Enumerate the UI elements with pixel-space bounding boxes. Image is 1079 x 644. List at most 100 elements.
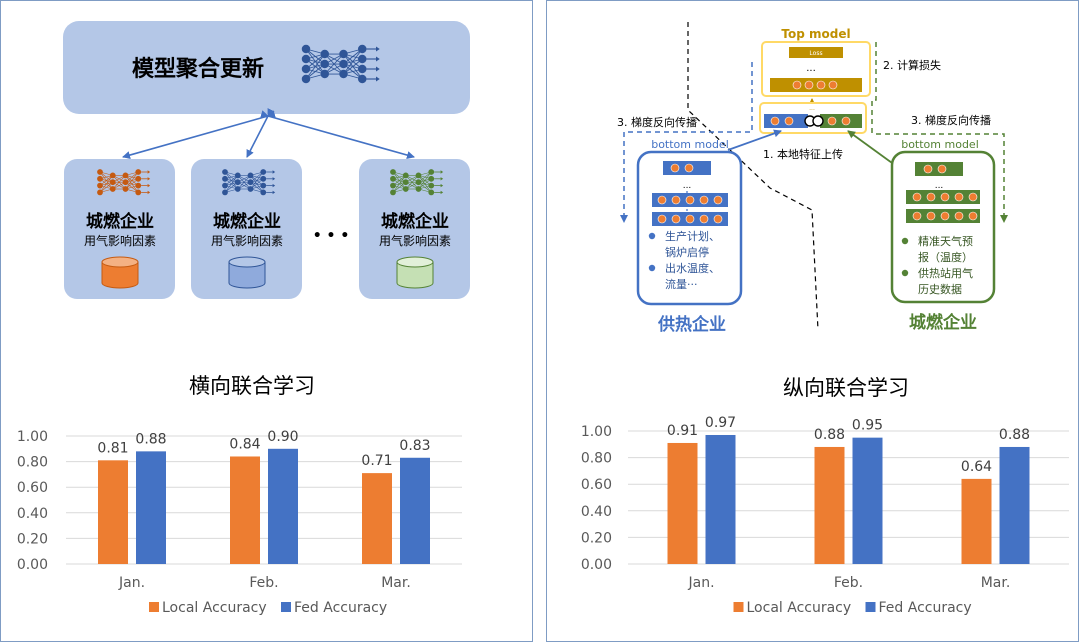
legend-swatch <box>281 602 291 612</box>
nn-output-arrowhead <box>147 170 151 174</box>
nn-node <box>320 59 329 69</box>
nn-output-arrowhead <box>440 190 444 195</box>
concat-symbol <box>812 115 824 127</box>
bar <box>98 460 128 564</box>
nn-output-arrowhead <box>272 183 276 188</box>
enterprise-subtitle: 用气影响因素 <box>84 233 156 248</box>
top-layer-neurons <box>792 80 838 90</box>
data-label: 0.88 <box>999 427 1030 443</box>
data-label: 0.81 <box>97 440 128 456</box>
data-label: 0.97 <box>705 415 736 431</box>
bar <box>852 437 883 564</box>
aggregation-title: 模型聚合更新 <box>132 56 264 82</box>
gas-feature-2: 报（温度） <box>918 250 973 264</box>
enterprise-title: 城燃企业 <box>213 211 281 232</box>
separator-dashed-line <box>687 22 819 331</box>
nn-node <box>320 69 329 79</box>
legend-label: Local Accuracy <box>747 600 852 616</box>
neuron <box>804 80 814 90</box>
y-tick-label: 0.80 <box>581 451 612 467</box>
bullet <box>648 232 656 240</box>
nn-node <box>260 175 267 182</box>
neuron <box>968 211 978 221</box>
enterprise-card-3: 城燃企业 用气影响因素 <box>359 159 470 299</box>
sync-arrow-left <box>122 110 276 159</box>
nn-node <box>301 44 311 54</box>
neuron <box>699 195 709 205</box>
neuron <box>954 211 964 221</box>
bar <box>961 478 992 564</box>
neuron <box>792 80 802 90</box>
horizontal-section-title: 横向联合学习 <box>189 374 315 398</box>
y-tick-label: 1.00 <box>17 429 48 445</box>
nn-node <box>260 189 267 196</box>
y-tick-label: 0.20 <box>17 531 48 547</box>
step-upload: 1. 本地特征上传 <box>763 147 843 161</box>
nn-output-arrowhead <box>376 66 380 72</box>
data-label: 0.91 <box>667 423 698 439</box>
neuron <box>968 192 978 202</box>
nn-node <box>135 169 142 175</box>
nn-output-arrowhead <box>376 56 380 62</box>
aggregation-server: 模型聚合更新 <box>63 21 470 114</box>
neuron <box>713 214 723 224</box>
nn-node <box>339 69 348 79</box>
nn-node <box>428 175 435 182</box>
enterprise-title: 城燃企业 <box>381 211 449 232</box>
neuron <box>684 163 694 173</box>
gas-enterprise-name: 城燃企业 <box>909 312 977 333</box>
nn-node <box>390 175 396 182</box>
nn-node <box>109 172 116 179</box>
neuron <box>937 164 947 174</box>
data-label: 0.88 <box>814 427 845 443</box>
gas-feature-3: 供热站用气 <box>918 266 973 280</box>
enterprise-subtitle: 用气影响因素 <box>211 233 283 248</box>
loss-label: Loss <box>809 50 822 57</box>
nn-edge <box>392 175 406 193</box>
legend-swatch <box>733 602 744 612</box>
bullet <box>901 269 909 277</box>
x-tick-label: Mar. <box>381 575 411 591</box>
backprop-left-path <box>620 62 753 223</box>
data-label: 0.64 <box>961 459 992 475</box>
heating-bottom-model: bottom model ... 生产计划、 锅炉启停 出水温度、 流量··· <box>636 138 743 306</box>
x-tick-label: Mar. <box>981 575 1011 591</box>
x-tick-label: Jan. <box>118 575 145 591</box>
nn-node <box>222 175 228 182</box>
data-label: 0.84 <box>229 436 260 452</box>
legend-label: Local Accuracy <box>162 600 267 616</box>
nn-edge <box>125 171 139 190</box>
nn-node <box>402 179 409 186</box>
step-compute-loss: 2. 计算损失 <box>883 58 941 72</box>
nn-node <box>97 175 103 182</box>
enterprise-subtitle: 用气影响因素 <box>379 233 451 248</box>
nn-node <box>222 169 228 175</box>
neuron <box>926 211 936 221</box>
y-tick-label: 1.00 <box>581 424 612 440</box>
y-tick-label: 0.60 <box>581 477 612 493</box>
neuron <box>828 80 838 90</box>
neuron <box>923 164 933 174</box>
nn-edge <box>112 175 126 190</box>
nn-output-arrowhead <box>440 183 444 188</box>
nn-node <box>260 169 267 175</box>
nn-node <box>358 54 367 64</box>
fusion-neurons <box>770 115 851 127</box>
nn-node <box>358 64 367 74</box>
nn-node <box>247 172 254 179</box>
neuron <box>770 116 780 126</box>
nn-output-arrowhead <box>147 183 151 188</box>
nn-node <box>339 59 348 69</box>
sync-arrow-middle <box>246 107 275 158</box>
neuron <box>841 116 851 126</box>
neuron <box>940 192 950 202</box>
nn-node <box>390 189 396 196</box>
data-label: 0.95 <box>852 418 883 434</box>
neuron <box>954 192 964 202</box>
y-tick-label: 0.40 <box>581 504 612 520</box>
nn-edge <box>418 171 432 190</box>
nn-node <box>428 189 435 196</box>
neuron <box>685 214 695 224</box>
neuron <box>926 192 936 202</box>
bar <box>667 442 698 564</box>
